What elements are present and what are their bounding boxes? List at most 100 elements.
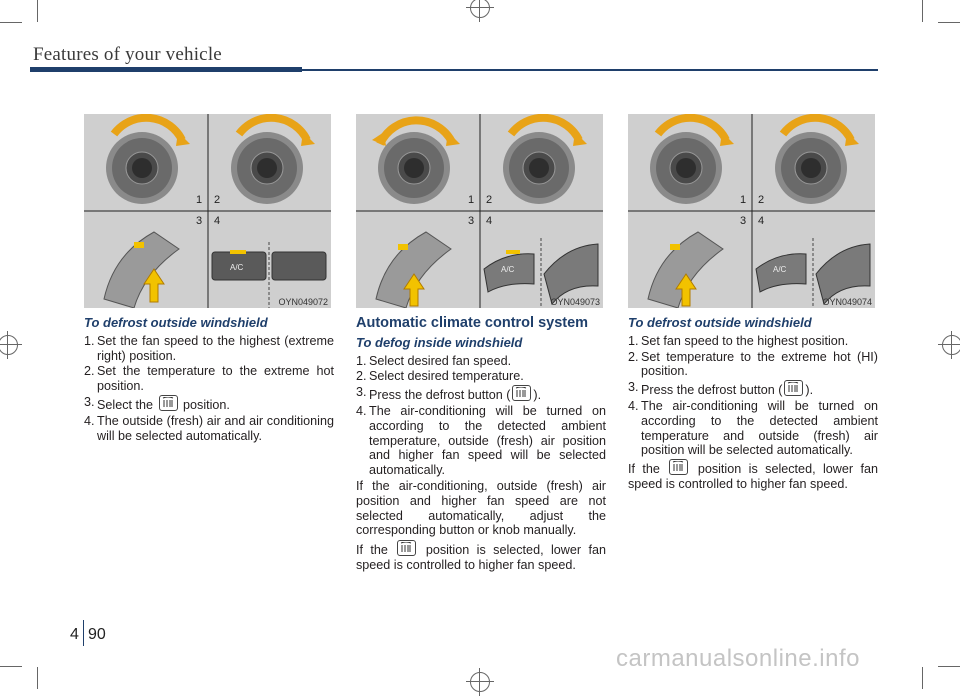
step-number: 4. [356,403,367,418]
arrow-icon [675,273,697,307]
list-item: 3. Press the defrost button (). [356,385,606,403]
crop-mark [922,667,923,689]
panel-number: 1 [740,194,747,206]
panel-number: 2 [214,194,221,206]
panel-number: 3 [740,215,747,227]
defrost-icon [512,385,532,402]
figure-code: OYN049074 [822,297,872,307]
panel-number: 3 [468,215,475,227]
step-text: Set the fan speed to the highest (extrem… [97,333,334,363]
ac-button-icon: A/C [501,265,515,274]
list-item: 1. Select desired fan speed. [356,354,606,369]
registration-mark-left [0,331,22,359]
panel-number: 4 [758,215,765,227]
panel-number: 2 [486,194,493,206]
defrost-icon [784,380,804,397]
list-item: 2. Set temperature to the extreme hot (H… [628,350,878,380]
page-number-divider [83,620,84,646]
crop-mark [37,667,38,689]
list-item: 3. Select the position. [84,394,334,413]
step-text-before: Select the [97,397,154,412]
step-text: The outside (fresh) air and air conditio… [97,413,334,443]
figure-code: OYN049073 [550,297,600,307]
knob-icon [503,114,587,204]
figure-code: OYN049072 [278,297,328,307]
paragraph: If the position is selected, lower fan s… [628,459,878,492]
step-number: 4. [628,398,639,413]
step-text: The air-conditioning will be turned on a… [369,403,606,478]
crop-mark [938,22,960,23]
knob-icon [231,114,315,204]
column-3: To defrost outside windshield 1. Set fan… [628,315,878,494]
page-header-title: Features of your vehicle [33,44,222,65]
crop-mark [922,0,923,22]
crop-mark [938,666,960,667]
knob-icon [650,114,734,204]
ac-button-icon: A/C [230,263,244,272]
list-item: 3. Press the defrost button (). [628,380,878,398]
crop-mark [0,22,22,23]
list-item: 4. The air-conditioning will be turned o… [628,399,878,458]
list-item: 2. Set the temperature to the extreme ho… [84,364,334,394]
registration-mark-top [466,0,494,22]
defrost-icon [397,540,417,557]
page-number: 90 [88,626,106,643]
figure-1: 1 2 3 4 A/C OYN049072 [84,114,331,308]
step-text-after: ). [533,388,542,403]
panel-number: 4 [486,215,493,227]
step-text: Select desired temperature. [369,369,524,384]
column-2: Automatic climate control system To defo… [356,316,606,575]
step-text-after: position. [183,397,230,412]
watermark[interactable]: carmanualsonline.info [616,645,860,672]
step-number: 3. [628,380,639,395]
crop-mark [0,666,22,667]
ac-button-icon: A/C [773,265,787,274]
defrost-icon [669,459,689,476]
panel-number: 1 [468,194,475,206]
paragraph: If the position is selected, lower fan s… [356,540,606,573]
para-text-before: If the [628,462,660,477]
figure-3: 1 2 3 4 A/C OYN049074 [628,114,875,308]
defrost-icon [158,394,178,411]
step-number: 1. [628,333,639,348]
panel-number: 3 [196,215,203,227]
figure-2: 1 2 3 4 A/C OYN049073 [356,114,603,308]
subheading: To defog inside windshield [356,334,523,350]
step-number: 2. [356,369,367,384]
figure-3-illustration [628,114,875,308]
figure-2-illustration [356,114,603,308]
step-number: 3. [356,385,367,400]
arrow-icon [403,273,425,307]
section-heading: Automatic climate control system [356,315,589,331]
knob-icon [775,114,859,204]
crop-mark [37,0,38,22]
step-number: 1. [356,353,367,368]
step-text: Set the temperature to the extreme hot p… [97,364,334,394]
registration-mark-right [938,331,960,359]
chapter-number: 4 [70,626,79,643]
step-number: 4. [84,413,95,428]
step-text: Select the position. [97,394,334,413]
subheading: To defrost outside windshield [628,315,812,330]
para-text-after: position is selected, lower fan speed is… [628,462,879,491]
list-item: 4. The air-conditioning will be turned o… [356,404,606,478]
panel-number: 1 [196,194,203,206]
step-number: 3. [84,394,95,409]
figure-1-illustration [84,114,331,308]
step-number: 2. [84,364,95,379]
step-number: 2. [628,349,639,364]
registration-mark-bottom [466,668,494,696]
para-text-before: If the [356,543,388,558]
knob-icon [106,114,190,204]
step-text: Set temperature to the extreme hot (HI) … [641,349,878,379]
column-1: To defrost outside windshield 1. Set the… [84,315,334,444]
panel-number: 4 [214,215,221,227]
list-item: 1. Set the fan speed to the highest (ext… [84,334,334,364]
subheading: To defrost outside windshield [84,315,268,330]
step-text: Press the defrost button (). [369,385,606,403]
panel-number: 2 [758,194,765,206]
step-text: The air-conditioning will be turned on a… [641,398,878,458]
header-rule [302,69,878,71]
arrow-icon [143,268,165,303]
step-text-after: ). [805,383,814,398]
